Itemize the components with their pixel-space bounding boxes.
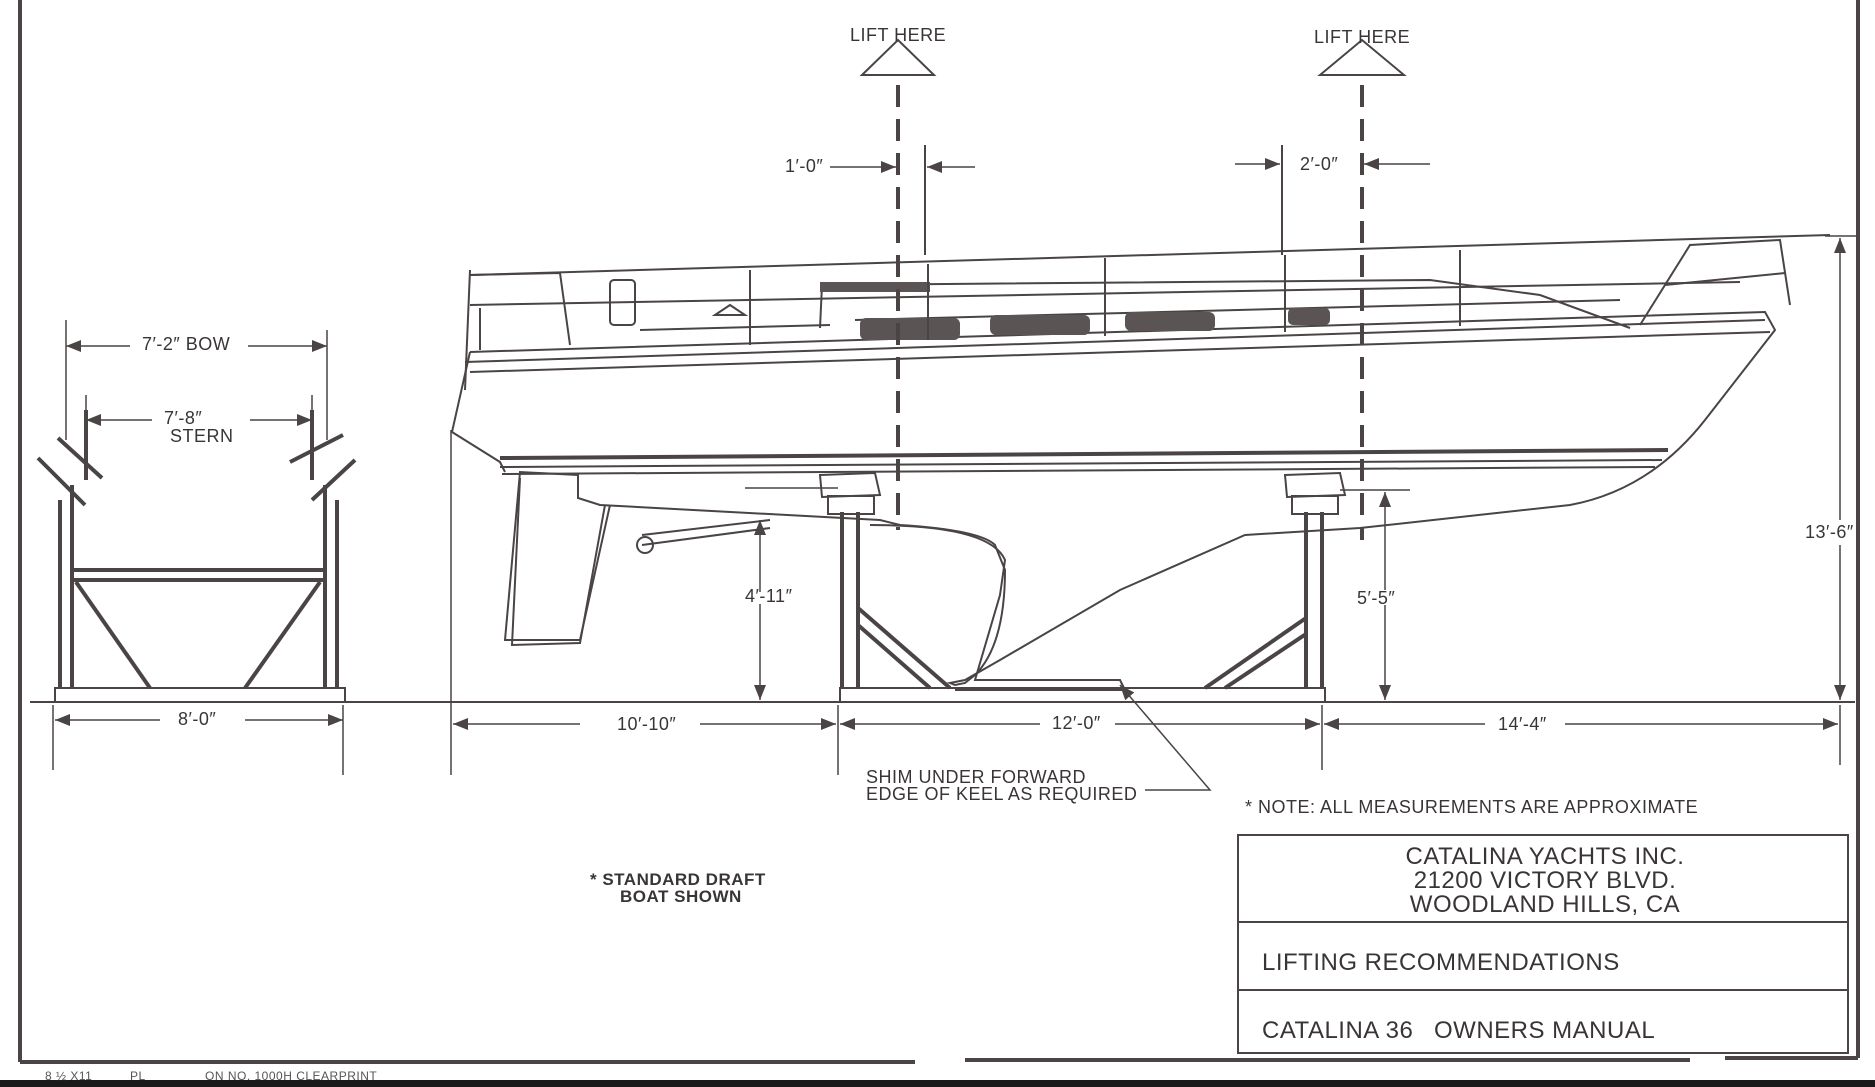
- boat-profile: [450, 234, 1831, 691]
- footer-form: ON NO. 1000H CLEARPRINT: [205, 1069, 377, 1083]
- aft-to-strap-dim: 10′-10″: [617, 714, 676, 734]
- company-city: WOODLAND HILLS, CA: [1410, 891, 1680, 918]
- cradle-end-view: [36, 320, 357, 775]
- drawing-title: LIFTING RECOMMENDATIONS: [1262, 949, 1620, 976]
- boat-stands: [745, 471, 1410, 703]
- stern-width-value: 7′-8″: [164, 408, 202, 428]
- manual-name: OWNERS MANUAL: [1434, 1017, 1655, 1044]
- stern-width-label: STERN: [170, 426, 234, 446]
- shim-note-line2: EDGE OF KEEL AS REQUIRED: [866, 784, 1137, 804]
- measurement-note: * NOTE: ALL MEASUREMENTS ARE APPROXIMATE: [1245, 797, 1698, 817]
- overall-height: 13′-6″: [1805, 522, 1854, 542]
- strap-spacing-dim: 12′-0″: [1052, 713, 1101, 733]
- aft-stand-height: 4′-11″: [745, 586, 793, 606]
- draft-note-line2: BOAT SHOWN: [620, 887, 742, 906]
- footer-paper: 8 ½ X11: [45, 1069, 92, 1083]
- company-name: CATALINA YACHTS INC.: [1406, 843, 1685, 870]
- lift-point-aft: [830, 38, 975, 530]
- lift-here-forward: LIFT HERE: [1314, 27, 1410, 47]
- forward-overhang-dim: 14′-4″: [1498, 714, 1547, 734]
- dimension-lines: [450, 235, 1858, 791]
- shim-note-line1: SHIM UNDER FORWARD: [866, 767, 1086, 787]
- cradle-base-width: 8′-0″: [178, 709, 216, 729]
- footer-code: PL: [130, 1069, 146, 1083]
- company-street: 21200 VICTORY BLVD.: [1414, 867, 1677, 894]
- fwd-stand-height: 5′-5″: [1357, 588, 1395, 608]
- lift-here-aft: LIFT HERE: [850, 25, 946, 45]
- aft-lift-offset: 1′-0″: [785, 156, 823, 176]
- draft-note-line1: * STANDARD DRAFT: [590, 870, 766, 889]
- forward-lift-offset: 2′-0″: [1300, 154, 1338, 174]
- manual-model: CATALINA 36: [1262, 1017, 1413, 1044]
- lift-point-forward: [1235, 38, 1430, 540]
- title-block: [1237, 834, 1849, 1054]
- bow-width-label: 7′-2″ BOW: [142, 334, 230, 354]
